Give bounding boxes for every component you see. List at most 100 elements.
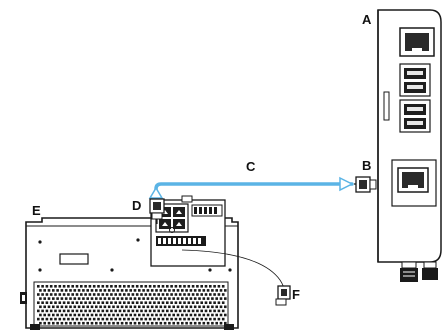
vent-hole <box>123 293 126 296</box>
vent-hole <box>60 321 64 325</box>
vent-hole <box>146 313 150 317</box>
vent-hole <box>176 305 180 309</box>
vent-hole <box>217 293 221 296</box>
vent-hole <box>178 293 182 296</box>
vent-hole <box>90 305 94 309</box>
vent-hole <box>155 305 158 309</box>
vent-hole <box>69 313 72 317</box>
vent-hole <box>49 317 53 321</box>
vent-hole <box>224 313 227 317</box>
vent-hole <box>99 297 102 300</box>
vent-hole <box>215 313 218 317</box>
vent-hole <box>211 289 214 292</box>
vent-hole <box>221 301 225 304</box>
vent-hole <box>144 317 148 321</box>
vent-hole <box>140 317 143 321</box>
vent-hole <box>133 289 137 292</box>
vent-hole <box>200 309 203 313</box>
vent-hole <box>142 305 145 309</box>
vent-hole <box>189 297 193 300</box>
callout-e: E <box>32 203 41 218</box>
vent-hole <box>120 297 124 300</box>
vent-hole <box>170 293 173 296</box>
vent-hole <box>90 321 94 325</box>
vent-hole <box>116 305 120 309</box>
vent-hole <box>172 289 175 292</box>
vent-hole <box>84 285 87 288</box>
vent-hole <box>64 313 68 317</box>
vent-hole <box>157 317 160 321</box>
vent-hole <box>82 297 85 300</box>
vent-hole <box>37 309 40 313</box>
vent-hole <box>133 305 137 309</box>
vent-hole <box>110 317 113 321</box>
vent-hole <box>101 309 105 313</box>
vent-hole <box>135 293 139 296</box>
vent-hole <box>77 297 81 300</box>
vent-hole <box>97 317 100 321</box>
vent-hole <box>88 309 92 313</box>
vent-hole <box>138 297 141 300</box>
vent-hole <box>176 313 180 317</box>
vent-hole <box>80 293 83 296</box>
vent-hole <box>118 293 122 296</box>
vent-hole <box>196 317 199 321</box>
vent-hole <box>67 317 70 321</box>
vent-hole <box>45 301 49 304</box>
vent-hole <box>114 285 117 288</box>
port-ethernet-bottom-icon <box>397 167 429 193</box>
vent-hole <box>196 285 199 288</box>
vent-hole <box>80 317 83 321</box>
vent-hole <box>198 297 201 300</box>
vent-hole <box>206 289 210 292</box>
vent-hole <box>163 313 167 317</box>
vent-hole <box>67 293 70 296</box>
vent-hole <box>166 309 169 313</box>
vent-hole <box>127 293 130 296</box>
vent-hole <box>219 305 223 309</box>
vent-hole <box>202 321 206 325</box>
callout-b: B <box>362 158 371 173</box>
vent-hole <box>56 305 59 309</box>
vent-hole <box>123 285 126 288</box>
vent-hole <box>198 305 201 309</box>
vent-hole <box>129 321 132 325</box>
vent-hole <box>45 309 49 313</box>
vent-hole <box>209 285 212 288</box>
vent-hole <box>166 285 169 288</box>
connector-f-rj45-plug-icon <box>275 285 291 306</box>
vent-hole <box>166 317 169 321</box>
vent-hole <box>105 301 109 304</box>
vent-hole <box>60 297 64 300</box>
vent-hole <box>213 309 216 313</box>
vent-hole <box>45 285 49 288</box>
vent-hole <box>75 309 79 313</box>
vent-hole <box>135 285 139 288</box>
vent-hole <box>123 317 126 321</box>
vent-hole <box>84 309 87 313</box>
vent-hole <box>217 301 221 304</box>
vent-hole <box>183 293 186 296</box>
vent-hole <box>97 285 100 288</box>
vent-hole <box>138 305 141 309</box>
vent-hole <box>174 309 178 313</box>
vent-hole <box>43 289 46 292</box>
vent-hole <box>181 289 184 292</box>
vent-hole <box>77 313 81 317</box>
vent-hole <box>193 321 197 325</box>
vent-hole <box>187 317 191 321</box>
vent-hole <box>92 285 96 288</box>
vent-hole <box>112 289 115 292</box>
vent-hole <box>191 301 195 304</box>
vent-hole <box>140 293 143 296</box>
vent-hole <box>211 297 214 300</box>
vent-hole <box>39 313 42 317</box>
vent-hole <box>215 305 218 309</box>
vent-hole <box>170 317 173 321</box>
vent-hole <box>64 321 68 325</box>
vent-hole <box>138 313 141 317</box>
vent-hole <box>107 305 111 309</box>
vent-hole <box>80 301 83 304</box>
vent-hole <box>62 309 66 313</box>
vent-hole <box>148 301 152 304</box>
